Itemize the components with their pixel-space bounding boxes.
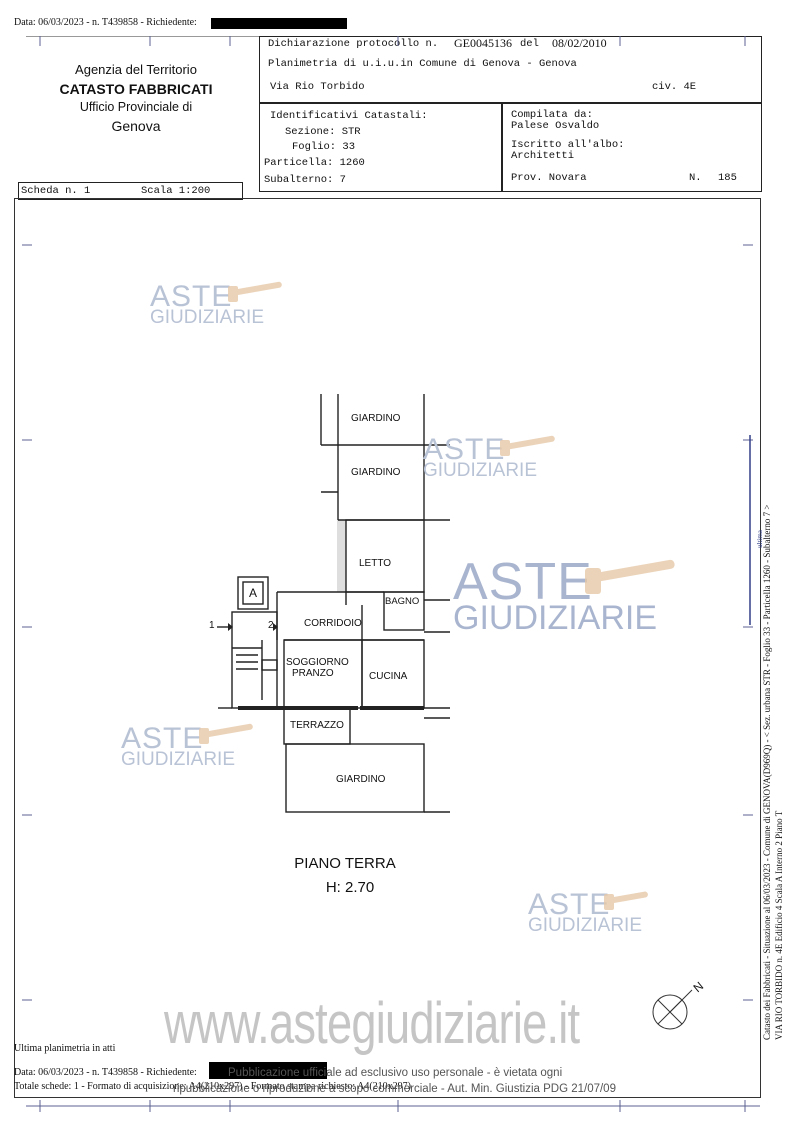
room-label-giardino: GIARDINO bbox=[351, 467, 401, 478]
room-label-giardino: GIARDINO bbox=[336, 774, 386, 785]
albo-n-value: 185 bbox=[718, 172, 737, 184]
room-label-letto: LETTO bbox=[359, 558, 392, 569]
room-label-cucina: CUCINA bbox=[369, 671, 408, 682]
watermark-site: www.astegiudiziarie.it bbox=[164, 991, 580, 1056]
room-label-bagno: BAGNO bbox=[385, 596, 420, 607]
marker-1: 1 bbox=[209, 620, 215, 631]
room-label-soggiorno: SOGGIORNO bbox=[286, 657, 349, 668]
subalterno: Subalterno: 7 bbox=[264, 174, 346, 186]
watermark-logo: ASTE GIUDIZIARIE bbox=[121, 722, 236, 770]
marker-2: 2 bbox=[268, 620, 274, 631]
footer-data-line: Data: 06/03/2023 - n. T439858 - Richiede… bbox=[14, 1067, 197, 1078]
albo-label: Iscritto all'albo: bbox=[511, 139, 625, 151]
province: Prov. Novara bbox=[511, 172, 587, 184]
catasto-title: CATASTO FABBRICATI bbox=[59, 81, 213, 97]
albo-n-label: N. bbox=[689, 172, 702, 184]
ufficio-city: Genova bbox=[111, 118, 161, 134]
declaration-box bbox=[259, 36, 762, 104]
protocol-date: 08/02/2010 bbox=[552, 36, 607, 50]
floor-height: H: 2.70 bbox=[325, 879, 375, 896]
agency-name: Agenzia del Territorio bbox=[75, 62, 197, 77]
footer-totale: Totale schede: 1 - Formato di acquisizio… bbox=[14, 1081, 411, 1092]
room-label-giardino: GIARDINO bbox=[351, 413, 401, 424]
room-label-corridoio: CORRIDOIO bbox=[304, 618, 362, 629]
floor-name: PIANO TERRA bbox=[294, 855, 396, 872]
cadastral-box bbox=[259, 102, 503, 192]
footer-ultima: Ultima planimetria in atti bbox=[14, 1043, 116, 1054]
watermark-logo: ASTE GIUDIZIARIE bbox=[453, 553, 658, 638]
foglio: Foglio: 33 bbox=[292, 141, 356, 153]
compiler-box bbox=[501, 102, 762, 192]
protocol-number: GE0045136 bbox=[454, 36, 512, 50]
footer-notice-1: Pubblicazione ufficiale ad esclusivo uso… bbox=[228, 1067, 563, 1079]
ufficio-label: Ufficio Provinciale di bbox=[79, 100, 193, 114]
agency-block: Agenzia del Territorio CATASTO FABBRICAT… bbox=[30, 62, 242, 134]
particella: Particella: 1260 bbox=[264, 157, 365, 169]
plan-line: Planimetria di u.i.u.in Comune di Genova… bbox=[268, 58, 577, 70]
civic-number: civ. 4E bbox=[652, 81, 697, 93]
address: Via Rio Torbido bbox=[270, 81, 365, 93]
compiled-label: Compilata da: bbox=[511, 109, 593, 121]
del-label: del bbox=[520, 38, 539, 50]
redaction-bar bbox=[211, 18, 347, 29]
scheda-label: Scheda n. 1 bbox=[21, 185, 91, 197]
protocol-label: Dichiarazione protocollo n. bbox=[268, 38, 439, 50]
watermark-logo: ASTE GIUDIZIARIE bbox=[150, 280, 265, 328]
scale-label: Scala 1:200 bbox=[141, 185, 211, 197]
watermark-logo: ASTE GIUDIZIARIE bbox=[528, 888, 643, 936]
redaction-bar bbox=[209, 1062, 327, 1079]
sezione: Sezione: STR bbox=[285, 126, 361, 138]
elevator-label: A bbox=[249, 586, 258, 600]
header-text: Data: 06/03/2023 - n. T439858 - Richiede… bbox=[14, 17, 197, 28]
room-label-pranzo: PRANZO bbox=[292, 668, 334, 679]
watermark-logo: ASTE GIUDIZIARIE bbox=[423, 433, 538, 481]
cadastral-title: Identificativi Catastali: bbox=[270, 110, 428, 122]
compass-icon bbox=[652, 989, 693, 1030]
albo-value: Architetti bbox=[511, 150, 575, 162]
scheda-box bbox=[18, 182, 243, 200]
footer-notice-2: ripubblicazione o riproduzione a scopo c… bbox=[173, 1083, 616, 1095]
compiled-name: Palese Osvaldo bbox=[511, 120, 600, 132]
room-label-terrazzo: TERRAZZO bbox=[290, 720, 344, 731]
drawing-frame bbox=[14, 198, 761, 1098]
